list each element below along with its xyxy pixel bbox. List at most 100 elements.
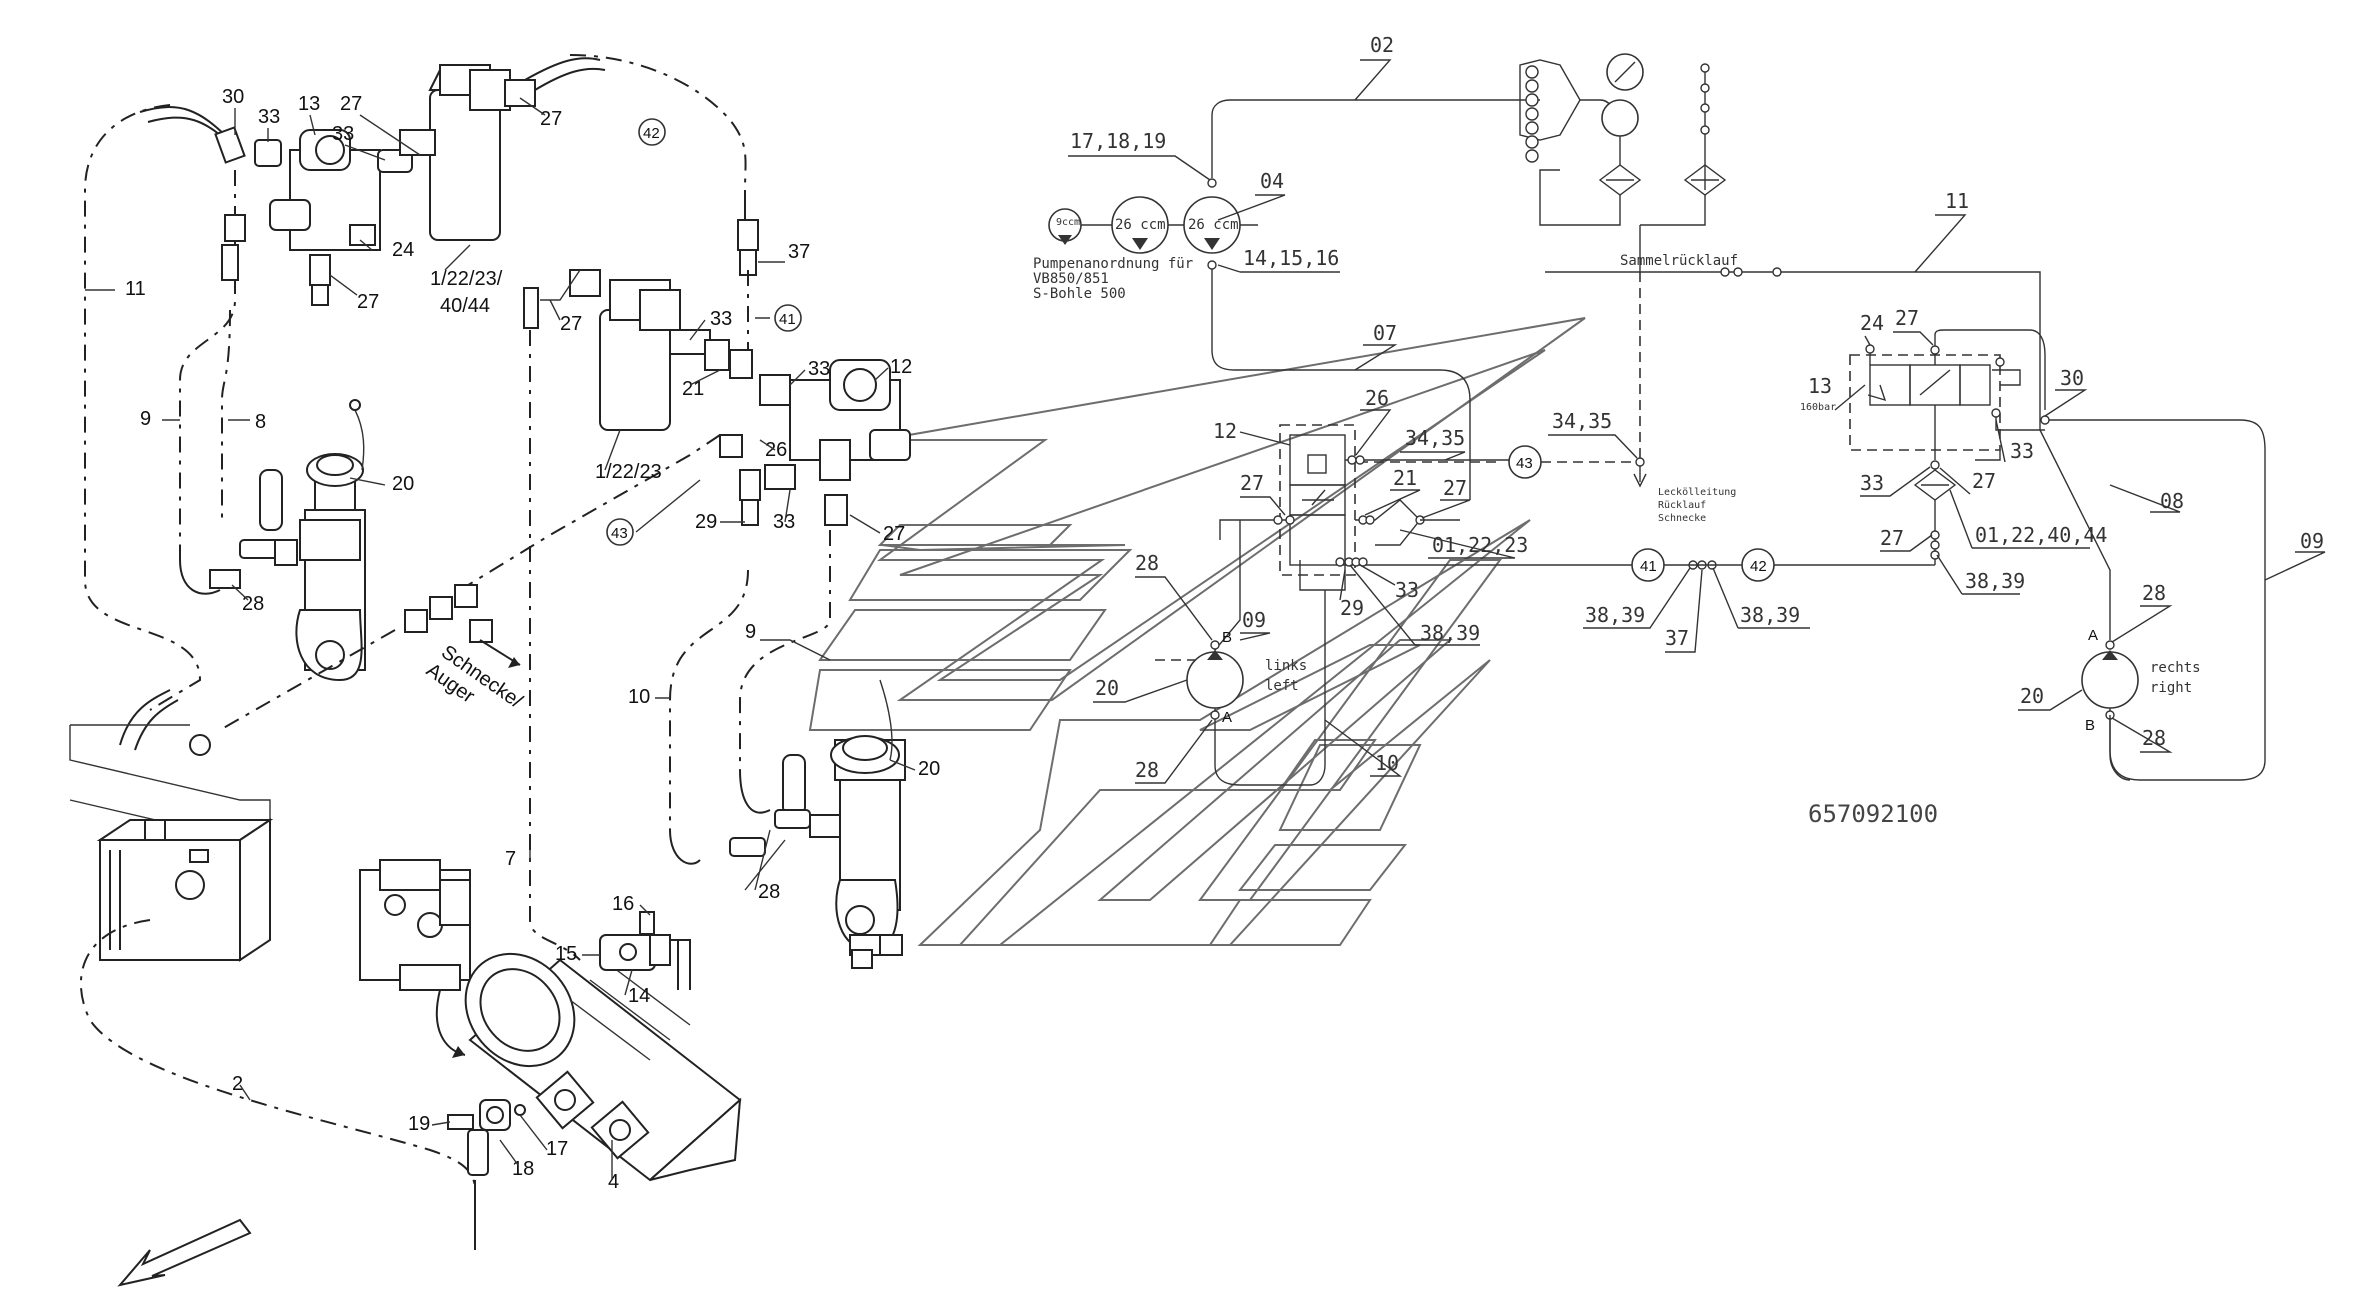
ref-label: 17,18,19 — [1070, 129, 1166, 153]
valve-symbol-icon — [1909, 364, 1961, 406]
filter-icon — [1683, 164, 1727, 196]
filter-icon — [1598, 164, 1642, 196]
callout: 33 — [773, 511, 795, 533]
callout: 20 — [918, 758, 940, 780]
gauge-port-icons — [1525, 65, 1539, 163]
pressure-label: 160bar — [1800, 402, 1836, 413]
ref-label: 01,22,23 — [1432, 533, 1528, 557]
callout: 27 — [540, 108, 562, 130]
callout: 27 — [560, 313, 582, 335]
ref-label: 29 — [1340, 596, 1364, 620]
callout: 13 — [298, 93, 320, 115]
filter-icon — [1913, 469, 1957, 501]
ref-label: 14,15,16 — [1243, 246, 1339, 270]
line-label: 10 — [1375, 751, 1399, 775]
callout: 16 — [612, 893, 634, 915]
port-label: B — [2085, 717, 2095, 734]
motor-label-en: right — [2150, 680, 2192, 696]
callout: 30 — [222, 86, 244, 108]
circle-label: 41 — [1640, 558, 1657, 575]
leak-label: Rücklauf — [1658, 500, 1706, 511]
ref-label: 38,39 — [1965, 569, 2025, 593]
valve-symbol-icon — [1869, 364, 1911, 406]
line-label: 11 — [1945, 189, 1969, 213]
line-label: 02 — [1370, 33, 1394, 57]
motor-label-de: links — [1265, 658, 1307, 674]
ref-label: 38,39 — [1420, 621, 1480, 645]
callout: 2 — [232, 1073, 243, 1095]
ref-label: 27 — [1895, 306, 1919, 330]
port-label: B — [1222, 629, 1232, 646]
ref-label: 26 — [1365, 386, 1389, 410]
circle-label: 42 — [1750, 558, 1767, 575]
callout: 9 — [140, 408, 151, 430]
callout: 19 — [408, 1113, 430, 1135]
ref-label: 33 — [2010, 439, 2034, 463]
direction-arrow-icon — [117, 1218, 252, 1287]
callout: 7 — [505, 848, 516, 870]
callout: 9 — [745, 621, 756, 643]
callout: 11 — [125, 278, 146, 300]
callout: 40/44 — [440, 295, 490, 317]
ref-label: 20 — [1095, 676, 1119, 700]
callout: 41 — [779, 311, 796, 328]
ref-label: 24 — [1860, 311, 1884, 335]
pump-label: 26 ccm — [1115, 217, 1166, 233]
callout: 24 — [392, 239, 414, 261]
callout: 26 — [765, 439, 787, 461]
callout: 27 — [340, 93, 362, 115]
callout-circle — [606, 518, 634, 546]
pump-label: 9ccm — [1056, 217, 1080, 228]
ref-label: 37 — [1665, 626, 1689, 650]
callout: 1/22/23 — [595, 461, 662, 483]
left-callouts: 30 33 13 27 33 27 11 24 27 9 8 20 28 1/2… — [125, 86, 940, 1193]
port-label: A — [2088, 627, 2098, 644]
hydraulic-schematic — [1048, 53, 2266, 786]
ref-label: 30 — [2060, 366, 2084, 390]
ref-label: 27 — [1443, 476, 1467, 500]
ref-label: 27 — [1240, 471, 1264, 495]
ref-label: 13 — [1808, 374, 1832, 398]
ref-label: 12 — [1213, 419, 1237, 443]
valve-symbol-icon — [1289, 434, 1346, 486]
valve-symbol-icon — [1289, 514, 1346, 566]
leak-label: Leckölleitung — [1658, 487, 1736, 498]
hydraulic-motor-icon — [2081, 651, 2139, 709]
callout: 15 — [555, 943, 577, 965]
callout: 4 — [608, 1171, 619, 1193]
callout: 33 — [332, 123, 354, 145]
callout: 1/22/23/ — [430, 268, 503, 290]
ref-label: 33 — [1395, 578, 1419, 602]
ref-label: 20 — [2020, 684, 2044, 708]
callout: 33 — [258, 106, 280, 128]
motor-label-en: left — [1265, 678, 1299, 694]
leak-label: Schnecke — [1658, 513, 1706, 524]
pump-symbol-icon — [1601, 99, 1639, 137]
ref-label: 27 — [1972, 469, 1996, 493]
callout: 20 — [392, 473, 414, 495]
pump-label: 26 ccm — [1188, 217, 1239, 233]
ref-label: 04 — [1260, 169, 1284, 193]
ref-label: 01,22,40,44 — [1975, 523, 2107, 547]
pump-note: VB850/851 — [1033, 271, 1109, 287]
ref-label: 38,39 — [1585, 603, 1645, 627]
ref-label: 28 — [1135, 758, 1159, 782]
valve-symbol-icon — [1959, 364, 1991, 406]
port-label: A — [1222, 709, 1232, 726]
callout: 28 — [242, 593, 264, 615]
ref-label: 21 — [1393, 466, 1417, 490]
callout: 27 — [883, 523, 905, 545]
callout-circle — [638, 118, 666, 146]
callout: 28 — [758, 881, 780, 903]
callout: 17 — [546, 1138, 568, 1160]
callout: 33 — [808, 358, 830, 380]
pictorial-drawing — [69, 54, 911, 1287]
callout: 14 — [628, 985, 650, 1007]
callout: 8 — [255, 411, 266, 433]
ref-label: 33 — [1860, 471, 1884, 495]
ref-label: 38,39 — [1740, 603, 1800, 627]
ref-label: 28 — [2142, 581, 2166, 605]
callout: 43 — [611, 525, 628, 542]
ref-label: 34,35 — [1552, 409, 1612, 433]
